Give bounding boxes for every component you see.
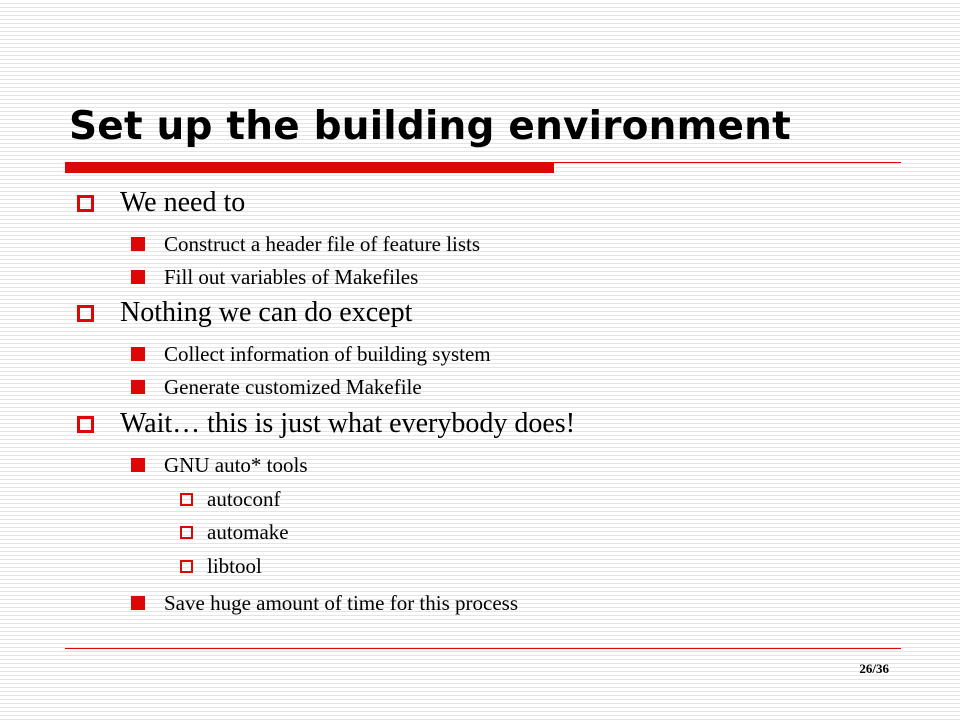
title-underline-thick — [65, 163, 554, 173]
hollow-square-bullet-icon — [77, 304, 94, 322]
hollow-square-bullet-icon — [180, 559, 193, 573]
filled-square-bullet-icon — [131, 380, 145, 394]
bullet-text: We need to — [120, 187, 246, 218]
bullet-text: Construct a header file of feature lists — [164, 231, 481, 256]
bullet-text: Wait… this is just what everybody does! — [120, 408, 576, 439]
hollow-square-bullet-icon — [180, 492, 193, 506]
filled-square-bullet-icon — [131, 458, 145, 472]
hollow-square-bullet-icon — [77, 415, 94, 433]
bullet-text: Generate customized Makefile — [164, 374, 422, 399]
filled-square-bullet-icon — [131, 237, 145, 251]
hollow-square-bullet-icon — [180, 525, 193, 539]
bullet-item-level-1: Nothing we can do except — [77, 297, 412, 329]
filled-square-bullet-icon — [131, 347, 145, 361]
bullet-item-level-2: Generate customized Makefile — [131, 374, 422, 400]
bullet-item-level-2: Fill out variables of Makefiles — [131, 264, 418, 290]
bullet-item-level-3: automake — [180, 519, 289, 545]
bullet-item-level-2: Construct a header file of feature lists — [131, 231, 480, 257]
bullet-item-level-2: GNU auto* tools — [131, 452, 308, 478]
hollow-square-bullet-icon — [77, 194, 94, 212]
bullet-item-level-1: We need to — [77, 187, 245, 219]
bullet-text: automake — [207, 519, 289, 544]
bullet-item-level-3: autoconf — [180, 486, 280, 512]
bullet-text: GNU auto* tools — [164, 452, 308, 477]
title-underline-thin — [65, 162, 901, 163]
bullet-text: libtool — [207, 553, 262, 578]
bullet-item-level-2: Collect information of building system — [131, 341, 491, 367]
bullet-text: autoconf — [207, 486, 281, 511]
filled-square-bullet-icon — [131, 596, 145, 610]
bullet-text: Nothing we can do except — [120, 297, 413, 328]
bullet-item-level-2: Save huge amount of time for this proces… — [131, 590, 518, 616]
page-number: 26/36 — [859, 661, 889, 676]
bullet-text: Collect information of building system — [164, 341, 491, 366]
footer-divider — [65, 648, 901, 649]
bullet-item-level-1: Wait… this is just what everybody does! — [77, 408, 575, 440]
bullet-item-level-3: libtool — [180, 553, 262, 579]
slide-title: Set up the building environment — [69, 104, 791, 149]
bullet-text: Save huge amount of time for this proces… — [164, 590, 519, 615]
filled-square-bullet-icon — [131, 270, 145, 284]
bullet-text: Fill out variables of Makefiles — [164, 264, 419, 289]
